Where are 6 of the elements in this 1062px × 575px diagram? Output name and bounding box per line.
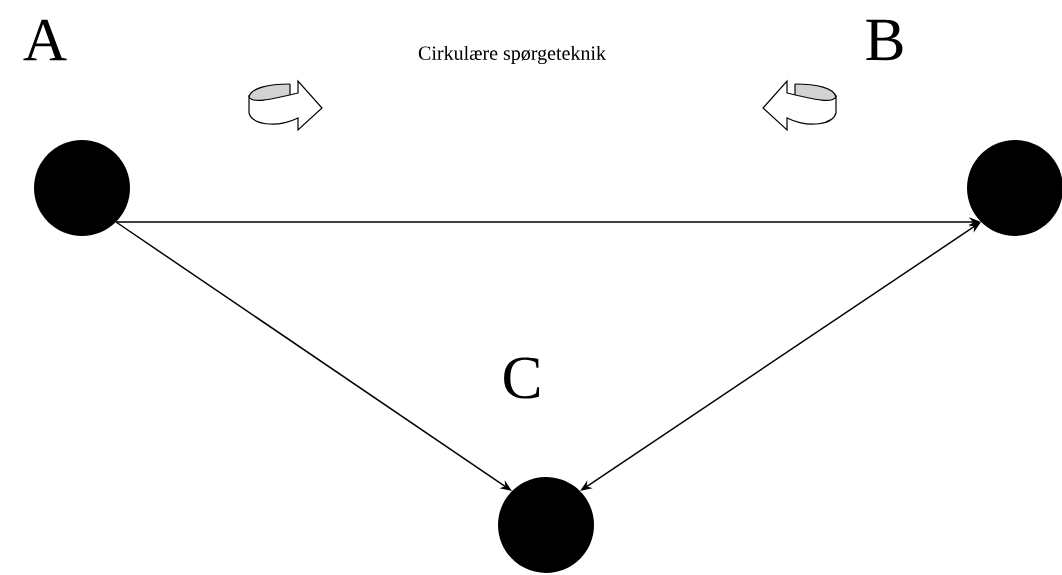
arrow <box>580 222 981 491</box>
node-label: A <box>23 19 67 61</box>
heading-text: Cirkulære spørgeteknik <box>418 45 606 65</box>
arrow <box>115 221 512 491</box>
node-label: B <box>866 19 903 61</box>
node-label: C <box>504 357 540 399</box>
